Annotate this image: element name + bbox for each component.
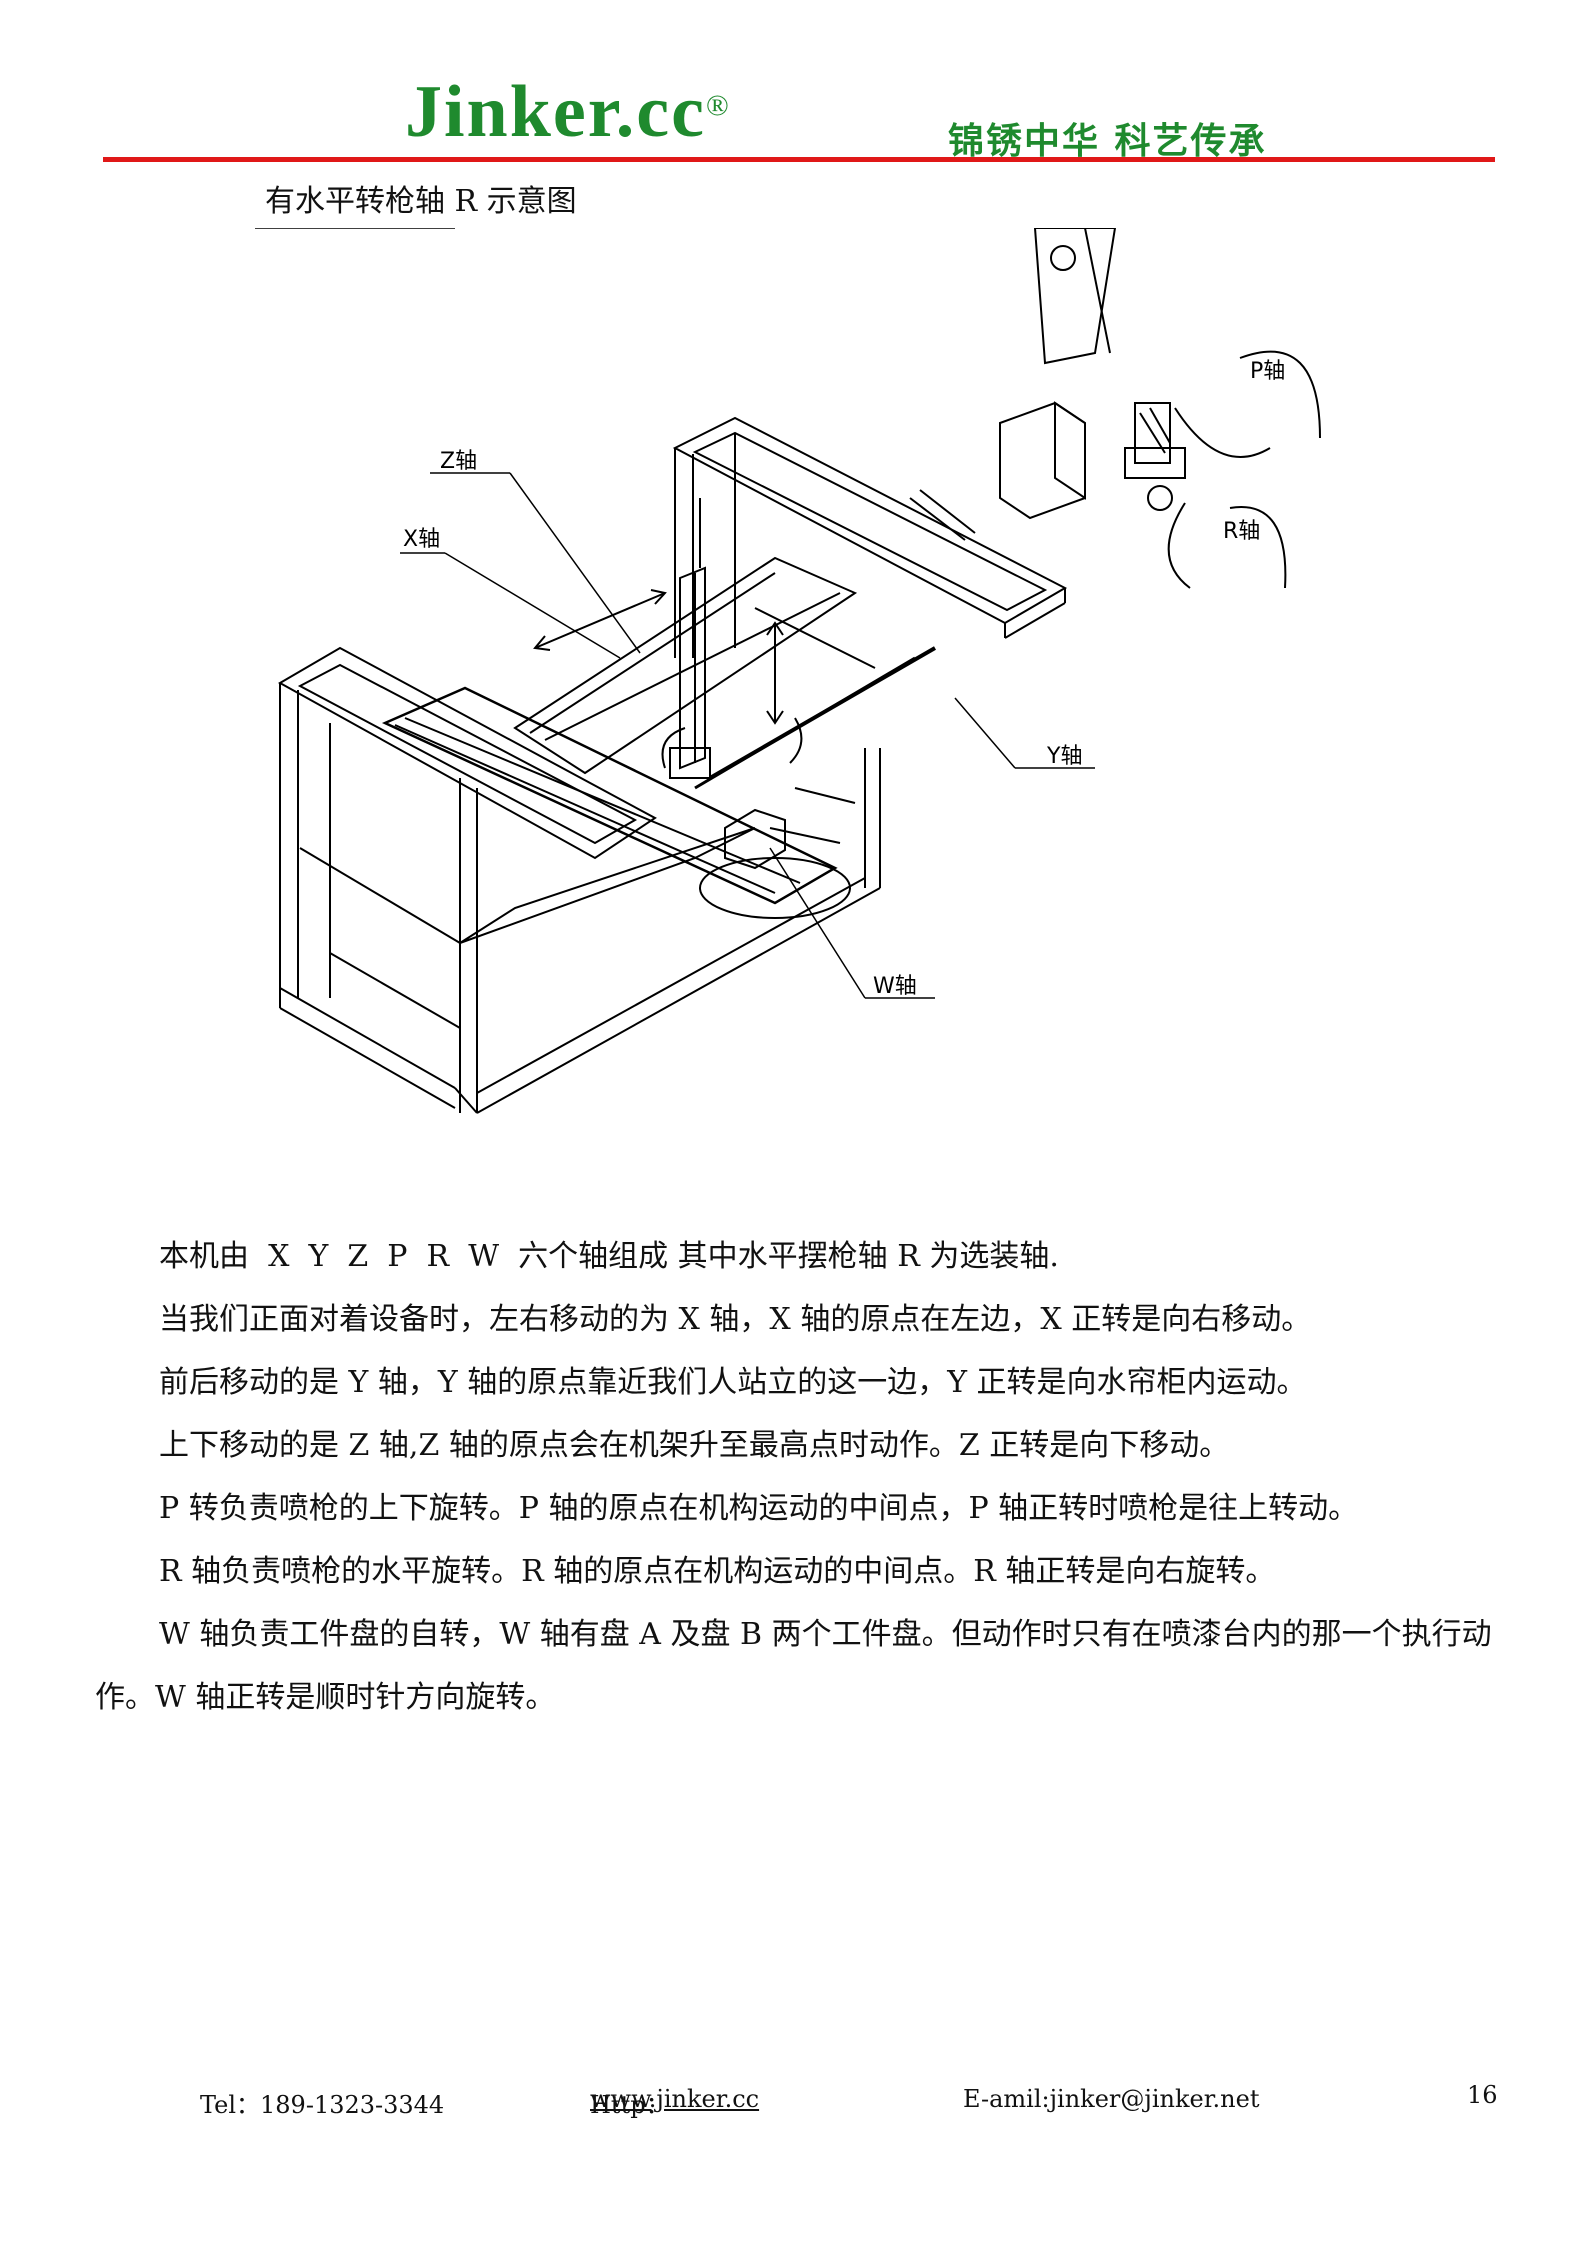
- label-z-axis: Z轴: [440, 449, 477, 474]
- footer-telephone: Tel：189-1323-3344: [200, 2091, 445, 2119]
- x-rail: [381, 556, 858, 905]
- body-text: 本机由 X Y Z P R W 六个轴组成 其中水平摆枪轴 R 为选装轴. 当我…: [95, 1225, 1495, 1729]
- right-frame: [672, 416, 1068, 669]
- machine-schematic: Z轴 X轴 Y轴 W轴 P轴 R轴: [255, 227, 1375, 1148]
- paragraph: P 转负责喷枪的上下旋转。P 轴的原点在机构运动的中间点，P 轴正转时喷枪是往上…: [159, 1491, 1359, 1526]
- logo-text: Jinker.cc: [405, 71, 706, 153]
- paragraph: W 轴负责工件盘的自转，W 轴有盘 A 及盘 B 两个工件盘。但动作时只有在喷漆…: [95, 1617, 1492, 1715]
- footer-email[interactable]: E-amil:jinker@jinker.net: [963, 2085, 1260, 2113]
- figure-caption: 有水平转枪轴 R 示意图: [265, 184, 577, 219]
- paragraph: 上下移动的是 Z 轴,Z 轴的原点会在机架升至最高点时动作。Z 正转是向下移动。: [159, 1428, 1230, 1463]
- page-number: 16: [1467, 2081, 1498, 2109]
- schematic-drawing: Z轴 X轴 Y轴 W轴 P轴 R轴: [255, 227, 1321, 1114]
- brand-logo: Jinker.cc®: [405, 62, 731, 162]
- slogan: 锦锈中华 科艺传承: [948, 121, 1267, 162]
- registered-mark: ®: [705, 89, 731, 122]
- label-w-axis: W轴: [873, 974, 917, 999]
- label-p-axis: P轴: [1250, 359, 1285, 384]
- paragraph: R 轴负责喷枪的水平旋转。R 轴的原点在机构运动的中间点。R 轴正转是向右旋转。: [159, 1554, 1276, 1589]
- label-leaders: [255, 227, 1095, 999]
- paragraph: 本机由 X Y Z P R W 六个轴组成 其中水平摆枪轴 R 为选装轴.: [159, 1239, 1059, 1274]
- motion-arrows: [533, 489, 976, 725]
- footer-website-label: Http：: [590, 2091, 670, 2119]
- paragraph: 当我们正面对着设备时，左右移动的为 X 轴，X 轴的原点在左边，X 正转是向右移…: [159, 1302, 1312, 1337]
- work-plates: [661, 717, 856, 919]
- spray-gun-detail: [999, 227, 1321, 589]
- label-x-axis: X轴: [403, 527, 440, 552]
- header-divider: [103, 157, 1495, 162]
- belt: [694, 646, 937, 790]
- paragraph: 前后移动的是 Y 轴，Y 轴的原点靠近我们人站立的这一边，Y 正转是向水帘柜内运…: [159, 1365, 1307, 1400]
- label-y-axis: Y轴: [1046, 744, 1082, 769]
- z-column: [669, 498, 711, 779]
- label-r-axis: R轴: [1223, 519, 1260, 544]
- footer-website-link[interactable]: www.jinker.cc: [590, 2085, 760, 2113]
- left-frame: [277, 646, 881, 1114]
